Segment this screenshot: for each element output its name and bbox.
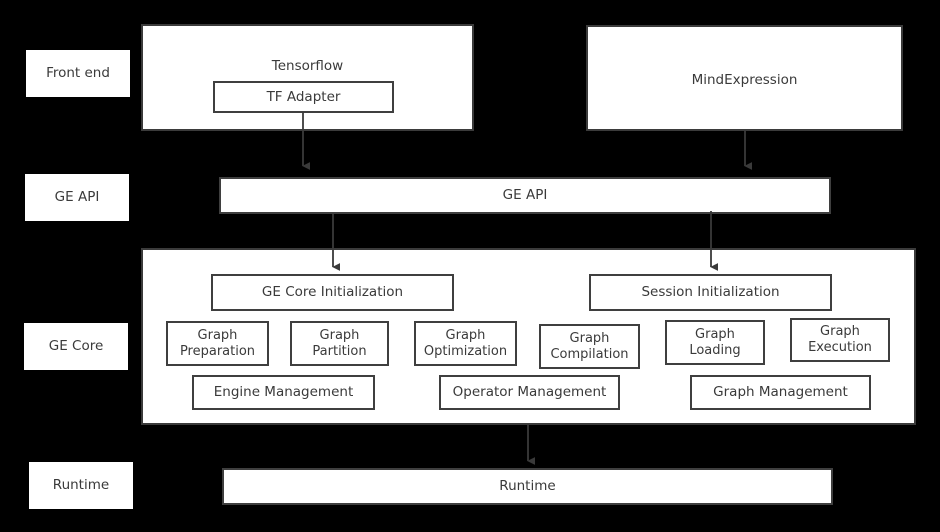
layer-label-front-end-text: Front end <box>46 65 110 82</box>
graph-partition-line2: Partition <box>312 343 367 359</box>
graph-compilation-box[interactable]: Graph Compilation <box>539 324 640 369</box>
graph-preparation-line2: Preparation <box>179 343 256 359</box>
graph-execution-line1: Graph <box>820 324 860 340</box>
layer-label-ge-api: GE API <box>25 174 129 221</box>
graph-execution-box[interactable]: Graph Execution <box>790 318 890 362</box>
tf-adapter-label: TF Adapter <box>266 88 341 105</box>
graph-optimization-line1: Graph <box>445 327 486 343</box>
layer-label-runtime-text: Runtime <box>52 477 110 494</box>
graph-preparation-line1: Graph <box>197 327 238 343</box>
tf-adapter-box[interactable]: TF Adapter <box>213 81 394 113</box>
tensorflow-title: Tensorflow <box>271 58 344 74</box>
tensorflow-panel: Tensorflow <box>141 24 474 131</box>
graph-partition-line1: Graph <box>319 327 360 343</box>
ge-core-initialization-box[interactable]: GE Core Initialization <box>211 274 454 311</box>
graph-optimization-line2: Optimization <box>423 343 508 359</box>
graph-management-label: Graph Management <box>713 384 848 401</box>
operator-management-box[interactable]: Operator Management <box>439 375 620 410</box>
engine-management-box[interactable]: Engine Management <box>192 375 375 410</box>
session-initialization-box[interactable]: Session Initialization <box>589 274 832 311</box>
graph-loading-box[interactable]: Graph Loading <box>665 320 765 365</box>
ge-api-bar[interactable]: GE API <box>219 177 831 214</box>
graph-loading-line1: Graph <box>695 326 735 342</box>
operator-management-label: Operator Management <box>452 384 607 401</box>
mindexpression-panel: MindExpression <box>586 25 903 131</box>
graph-partition-box[interactable]: Graph Partition <box>290 321 389 366</box>
runtime-bar[interactable]: Runtime <box>222 468 833 505</box>
layer-label-ge-core: GE Core <box>24 323 128 370</box>
engine-management-label: Engine Management <box>213 384 354 401</box>
graph-loading-line2: Loading <box>689 342 741 358</box>
graph-compilation-line2: Compilation <box>550 346 629 362</box>
layer-label-front-end: Front end <box>26 50 130 97</box>
layer-label-ge-api-text: GE API <box>54 189 100 206</box>
graph-compilation-line1: Graph <box>569 330 610 346</box>
graph-management-box[interactable]: Graph Management <box>690 375 871 410</box>
ge-core-initialization-label: GE Core Initialization <box>261 284 404 301</box>
ge-api-bar-label: GE API <box>502 187 548 204</box>
graph-execution-line2: Execution <box>808 340 872 355</box>
session-initialization-label: Session Initialization <box>641 284 780 301</box>
mindexpression-title: MindExpression <box>691 72 798 88</box>
graph-optimization-box[interactable]: Graph Optimization <box>414 321 517 366</box>
layer-label-ge-core-text: GE Core <box>48 338 104 355</box>
graph-preparation-box[interactable]: Graph Preparation <box>166 321 269 366</box>
runtime-bar-label: Runtime <box>499 478 556 495</box>
layer-label-runtime: Runtime <box>29 462 133 509</box>
